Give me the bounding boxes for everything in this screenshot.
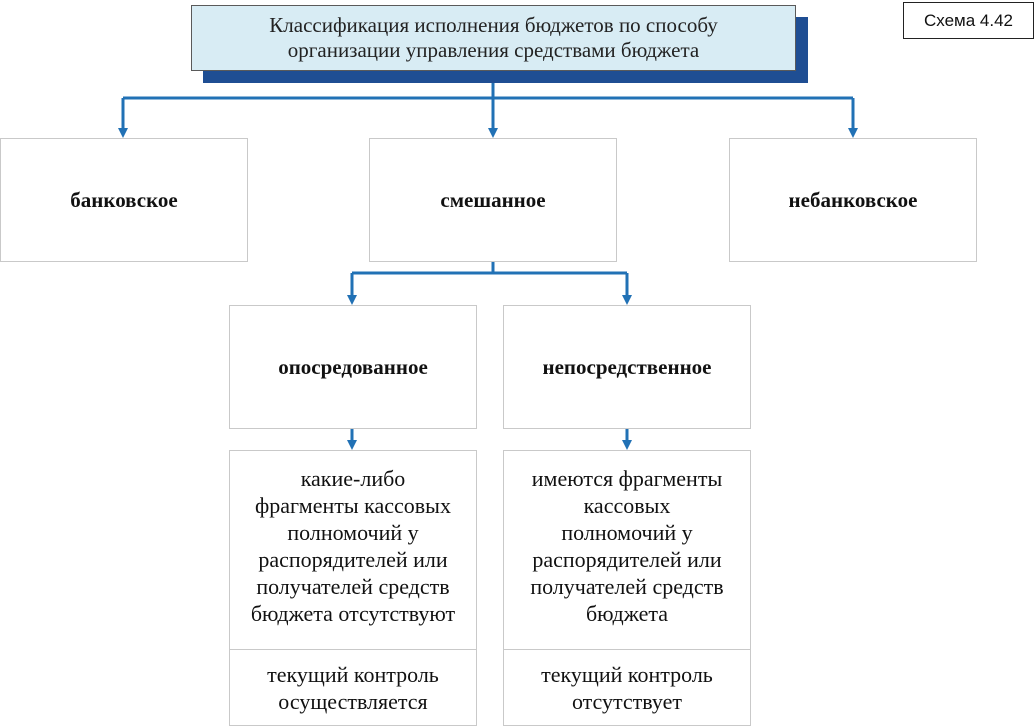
mediated-subtype-label: опосредованное <box>278 354 428 379</box>
bank-category-box: банковское <box>0 138 248 262</box>
direct-desc-line: бюджета <box>585 601 669 626</box>
bank-category-label: банковское <box>70 187 178 212</box>
mediated-control-text: текущий контроль осуществляется <box>230 661 476 715</box>
mediated-desc-line: бюджета отсутствуют <box>250 601 456 626</box>
direct-desc-line: распорядителей или <box>532 547 722 572</box>
mediated-separator <box>230 649 476 650</box>
direct-control-text: текущий контроль отсутствует <box>504 661 750 715</box>
mediated-desc-line: распорядителей или <box>258 547 448 572</box>
mediated-desc-line: фрагменты кассовых <box>255 493 451 518</box>
direct-description-text: имеются фрагменты кассовых полномочий у … <box>504 465 750 627</box>
direct-separator <box>504 649 750 650</box>
direct-subtype-label: непосредственное <box>542 354 712 379</box>
nonbank-category-label: небанковское <box>788 187 918 212</box>
title-line-1: Классификация исполнения бюджетов по спо… <box>269 13 718 37</box>
direct-control-line: отсутствует <box>571 689 683 714</box>
direct-control-line: текущий контроль <box>541 662 713 687</box>
nonbank-category-box: небанковское <box>729 138 977 262</box>
diagram-title: Классификация исполнения бюджетов по спо… <box>191 5 796 71</box>
direct-subtype-box: непосредственное <box>503 305 751 429</box>
mixed-category-box: смешанное <box>369 138 617 262</box>
mediated-desc-line: получателей средств <box>256 574 450 599</box>
mediated-control-line: осуществляется <box>278 689 428 714</box>
direct-desc-line: получателей средств <box>530 574 724 599</box>
mediated-control-line: текущий контроль <box>267 662 439 687</box>
direct-desc-line: имеются фрагменты <box>531 466 723 491</box>
title-line-2: организации управления средствами бюджет… <box>287 38 700 62</box>
mediated-subtype-box: опосредованное <box>229 305 477 429</box>
mediated-description-box: какие-либо фрагменты кассовых полномочий… <box>229 450 477 726</box>
direct-description-box: имеются фрагменты кассовых полномочий у … <box>503 450 751 726</box>
mixed-category-label: смешанное <box>440 187 546 212</box>
direct-desc-line: полномочий у <box>561 520 693 545</box>
mediated-description-text: какие-либо фрагменты кассовых полномочий… <box>230 465 476 627</box>
direct-desc-line: кассовых <box>583 493 671 518</box>
mediated-desc-line: какие-либо <box>300 466 406 491</box>
schema-number-label: Схема 4.42 <box>903 2 1034 39</box>
mediated-desc-line: полномочий у <box>287 520 419 545</box>
